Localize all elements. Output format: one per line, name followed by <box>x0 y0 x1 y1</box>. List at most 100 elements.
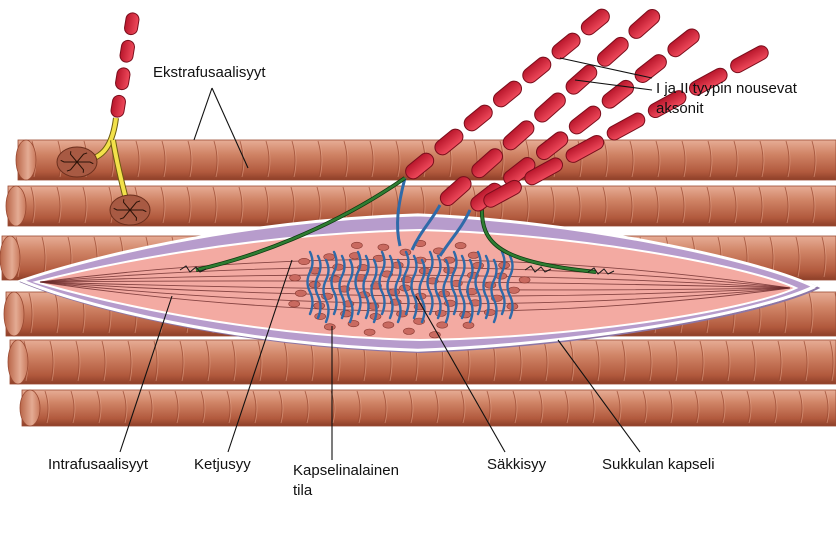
fiber-highlight <box>831 342 835 382</box>
fiber-nucleus <box>294 289 307 297</box>
fiber-highlight <box>32 188 36 224</box>
fiber-striation <box>699 340 704 384</box>
fiber-highlight <box>293 142 297 178</box>
fiber-striation <box>226 390 231 426</box>
fiber-highlight <box>46 392 50 424</box>
fiber-nucleus <box>483 308 496 316</box>
fiber-striation <box>395 140 400 180</box>
fiber-highlight <box>462 392 466 424</box>
fiber-striation <box>460 390 465 426</box>
fiber-striation <box>252 390 257 426</box>
fiber-striation <box>707 140 712 180</box>
fiber-striation <box>212 186 217 226</box>
fiber-striation <box>434 390 439 426</box>
fiber-nucleus <box>298 257 310 265</box>
fiber-striation <box>777 340 782 384</box>
fiber-highlight <box>708 188 712 224</box>
fiber-highlight <box>552 188 556 224</box>
fiber-nucleus <box>472 261 484 269</box>
fiber-striation <box>795 236 800 280</box>
fiber-highlight <box>207 342 211 382</box>
fiber-highlight <box>181 342 185 382</box>
leader-chain <box>227 259 293 453</box>
fiber-striation <box>30 186 35 226</box>
myelin-segment <box>115 67 131 91</box>
fiber-striation <box>213 140 218 180</box>
fiber-striation <box>595 340 600 384</box>
fiber-nucleus <box>518 276 531 284</box>
fiber-highlight <box>259 342 263 382</box>
end-plate-terminal <box>129 209 138 221</box>
label-chain-fiber: Ketjusyy <box>194 456 251 473</box>
afferent-axon-a <box>405 8 610 180</box>
fiber-striation <box>681 140 686 180</box>
fiber-highlight <box>813 142 817 178</box>
fiber-highlight <box>241 142 245 178</box>
annulospiral-ending <box>498 250 506 316</box>
fiber-striation <box>148 390 153 426</box>
fiber-highlight <box>285 342 289 382</box>
fiber-striation <box>680 186 685 226</box>
fiber-striation <box>772 390 777 426</box>
fiber-highlight <box>779 342 783 382</box>
myelin-segment <box>565 135 605 163</box>
fiber-striation <box>187 140 192 180</box>
fiber-highlight <box>150 392 154 424</box>
fiber-highlight <box>214 188 218 224</box>
fiber-striation <box>629 140 634 180</box>
fiber-striation <box>720 390 725 426</box>
annulospiral-ending <box>378 250 386 316</box>
fiber-highlight <box>812 188 816 224</box>
fiber-striation <box>56 186 61 226</box>
fiber-nucleus <box>288 300 301 308</box>
annulospiral-ending <box>466 258 474 324</box>
annulospiral-ending <box>362 254 370 320</box>
fiber-end-face <box>15 139 37 181</box>
fiber-nucleus <box>351 241 363 249</box>
fiber-highlight <box>397 142 401 178</box>
end-plate-terminal <box>129 200 141 211</box>
fiber-striation <box>512 390 517 426</box>
fiber-nucleus <box>462 321 475 329</box>
end-plate-terminal <box>60 159 77 163</box>
myelin-segment <box>647 90 687 118</box>
fiber-highlight <box>787 142 791 178</box>
fiber-striation <box>590 390 595 426</box>
fiber-striation <box>810 186 815 226</box>
fiber-nucleus <box>454 242 467 250</box>
end-plate-terminal <box>77 161 94 165</box>
fiber-highlight <box>649 342 653 382</box>
extrafusal-motor-axon-myelin <box>110 12 140 118</box>
fiber-highlight <box>137 142 141 178</box>
fiber-highlight <box>735 142 739 178</box>
end-plate-terminal <box>69 151 78 163</box>
intrafusal-fiber <box>39 281 791 291</box>
fiber-highlight <box>501 142 505 178</box>
fiber-nucleus <box>484 281 497 289</box>
gamma-motor-ending <box>587 267 615 275</box>
gamma-motor-ending <box>524 265 552 273</box>
end-plate-terminal <box>76 152 88 163</box>
fiber-highlight <box>332 392 336 424</box>
fiber-highlight <box>189 142 193 178</box>
fiber-highlight <box>683 142 687 178</box>
fiber-highlight <box>592 392 596 424</box>
fiber-striation <box>257 340 262 384</box>
fiber-highlight <box>51 342 55 382</box>
fiber-nucleus <box>289 274 301 282</box>
fiber-highlight <box>311 342 315 382</box>
myelin-segment <box>524 157 564 186</box>
label-afferent-axons-line2: aksonit <box>656 100 704 117</box>
fiber-highlight <box>760 188 764 224</box>
annulospiral-ending <box>474 250 482 316</box>
fiber-highlight <box>188 188 192 224</box>
myelin-segment <box>522 56 552 84</box>
fiber-striation <box>550 186 555 226</box>
fiber-striation <box>785 140 790 180</box>
fiber-highlight <box>734 188 738 224</box>
muscle-spindle <box>17 176 821 354</box>
extrafusal-motor-innervation <box>56 117 151 226</box>
leader-afferent-b <box>574 79 653 91</box>
annulospiral-ending <box>482 254 490 320</box>
fiber-highlight <box>696 392 700 424</box>
